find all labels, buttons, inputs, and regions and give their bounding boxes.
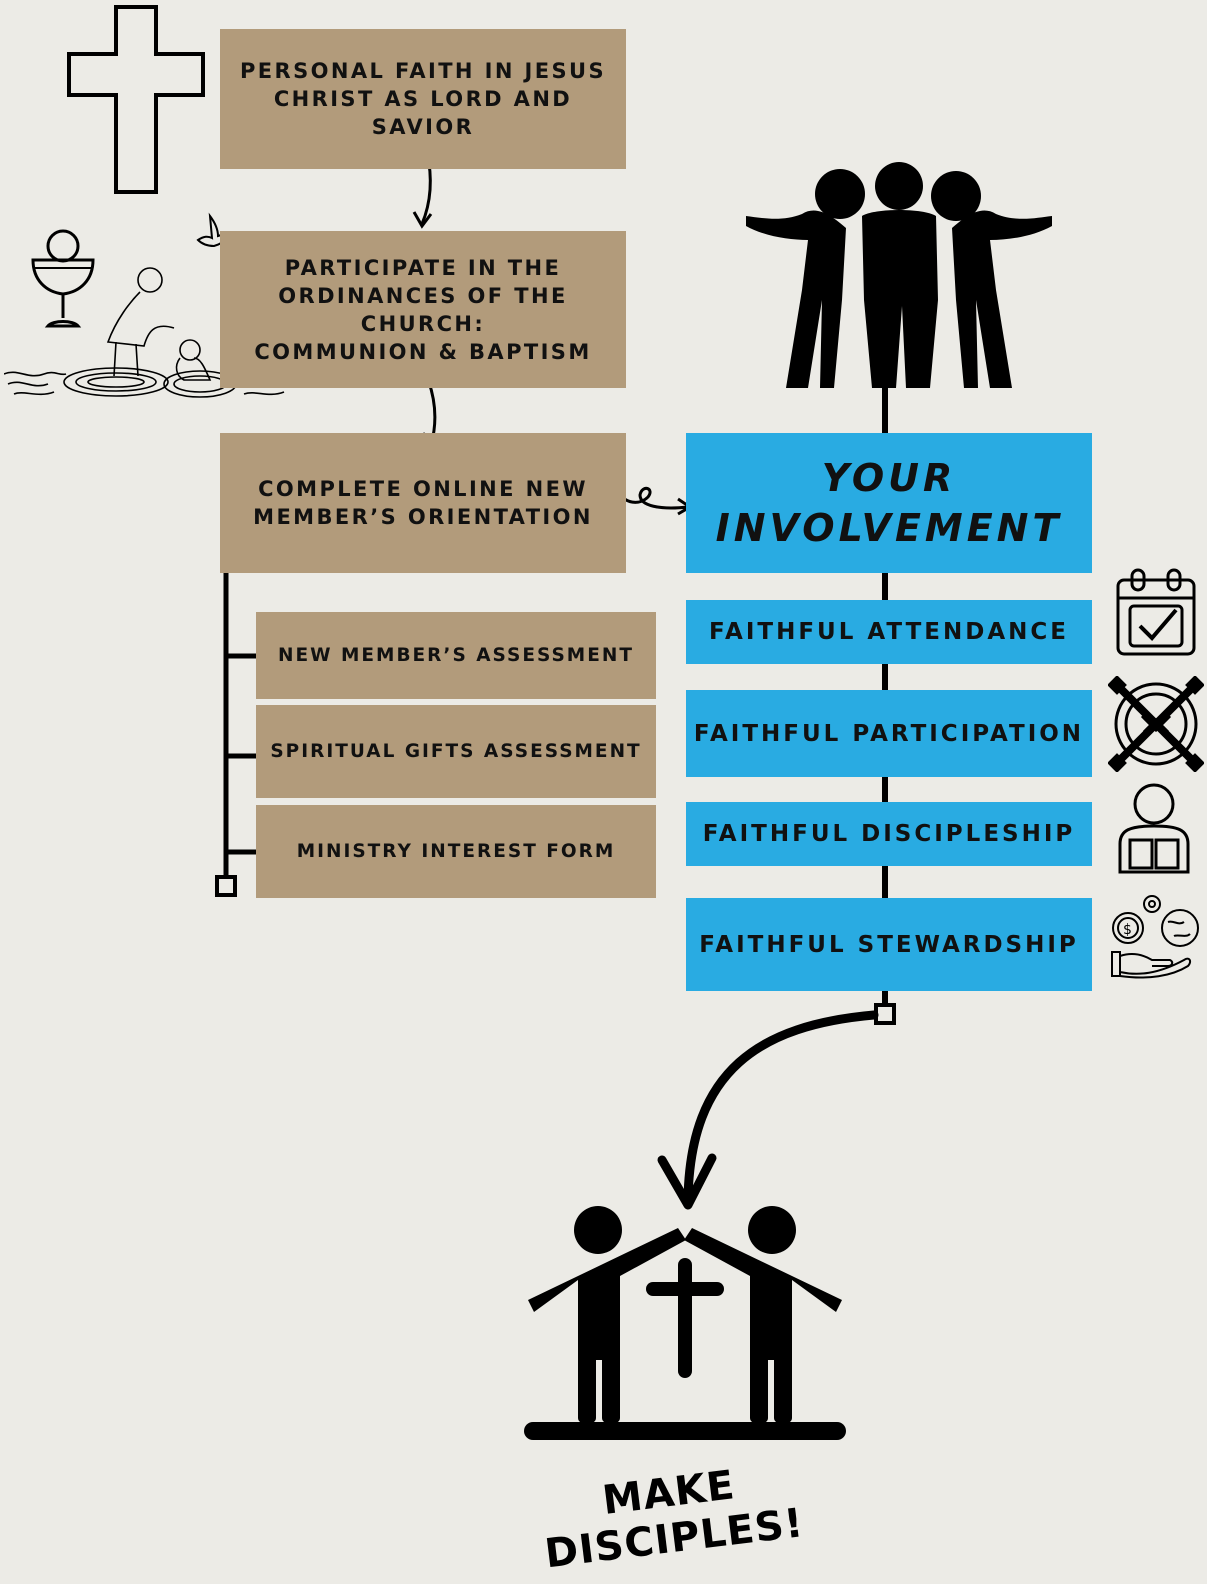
your-involvement-box: YOUR INVOLVEMENT bbox=[686, 433, 1092, 573]
step-personal-faith: PERSONAL FAITH IN JESUS CHRIST AS LORD A… bbox=[220, 29, 626, 169]
cross-icon bbox=[67, 5, 205, 194]
arrow-orientation-to-involvement bbox=[615, 486, 689, 510]
assessment-new-member-label: NEW MEMBER’S ASSESSMENT bbox=[278, 645, 634, 666]
step-personal-faith-label: PERSONAL FAITH IN JESUS CHRIST AS LORD A… bbox=[240, 59, 606, 139]
assessment-ministry-interest-label: MINISTRY INTEREST FORM bbox=[296, 841, 616, 862]
group-hug-icon bbox=[746, 162, 1052, 388]
step-ordinances: PARTICIPATE IN THE ORDINANCES OF THE CHU… bbox=[220, 231, 626, 388]
step-orientation-label: COMPLETE ONLINE NEW MEMBER’S ORIENTATION bbox=[253, 477, 593, 529]
step-ordinances-sublabel: COMMUNION & BAPTISM bbox=[254, 339, 592, 364]
step-orientation: COMPLETE ONLINE NEW MEMBER’S ORIENTATION bbox=[220, 433, 626, 573]
faithful-discipleship-box: FAITHFUL DISCIPLESHIP bbox=[686, 802, 1092, 866]
assessment-spiritual-gifts-label: SPIRITUAL GIFTS ASSESSMENT bbox=[270, 741, 642, 762]
stewardship-icon: $ bbox=[1111, 895, 1199, 979]
chalice-icon bbox=[31, 229, 95, 328]
your-involvement-line2: INVOLVEMENT bbox=[715, 506, 1063, 550]
faithful-discipleship-label: FAITHFUL DISCIPLESHIP bbox=[702, 821, 1076, 847]
assessment-new-member: NEW MEMBER’S ASSESSMENT bbox=[256, 612, 656, 699]
calendar-check-icon bbox=[1116, 568, 1196, 656]
reader-icon bbox=[1118, 783, 1190, 874]
faithful-participation-box: FAITHFUL PARTICIPATION bbox=[686, 690, 1092, 777]
handshake-circle-icon bbox=[1108, 676, 1204, 772]
step-ordinances-label: PARTICIPATE IN THE ORDINANCES OF THE CHU… bbox=[278, 255, 568, 336]
your-involvement-line1: YOUR bbox=[821, 456, 957, 500]
faithful-attendance-label: FAITHFUL ATTENDANCE bbox=[708, 619, 1070, 645]
assessment-spiritual-gifts: SPIRITUAL GIFTS ASSESSMENT bbox=[256, 705, 656, 798]
faithful-stewardship-box: FAITHFUL STEWARDSHIP bbox=[686, 898, 1092, 991]
arrow-to-make-disciples bbox=[683, 1010, 879, 1205]
faithful-stewardship-label: FAITHFUL STEWARDSHIP bbox=[699, 931, 1079, 958]
faithful-participation-label: FAITHFUL PARTICIPATION bbox=[693, 720, 1085, 747]
church-people-icon bbox=[524, 1206, 846, 1440]
svg-text:$: $ bbox=[1123, 922, 1132, 938]
faithful-attendance-box: FAITHFUL ATTENDANCE bbox=[686, 600, 1092, 664]
assessment-ministry-interest: MINISTRY INTEREST FORM bbox=[256, 805, 656, 898]
